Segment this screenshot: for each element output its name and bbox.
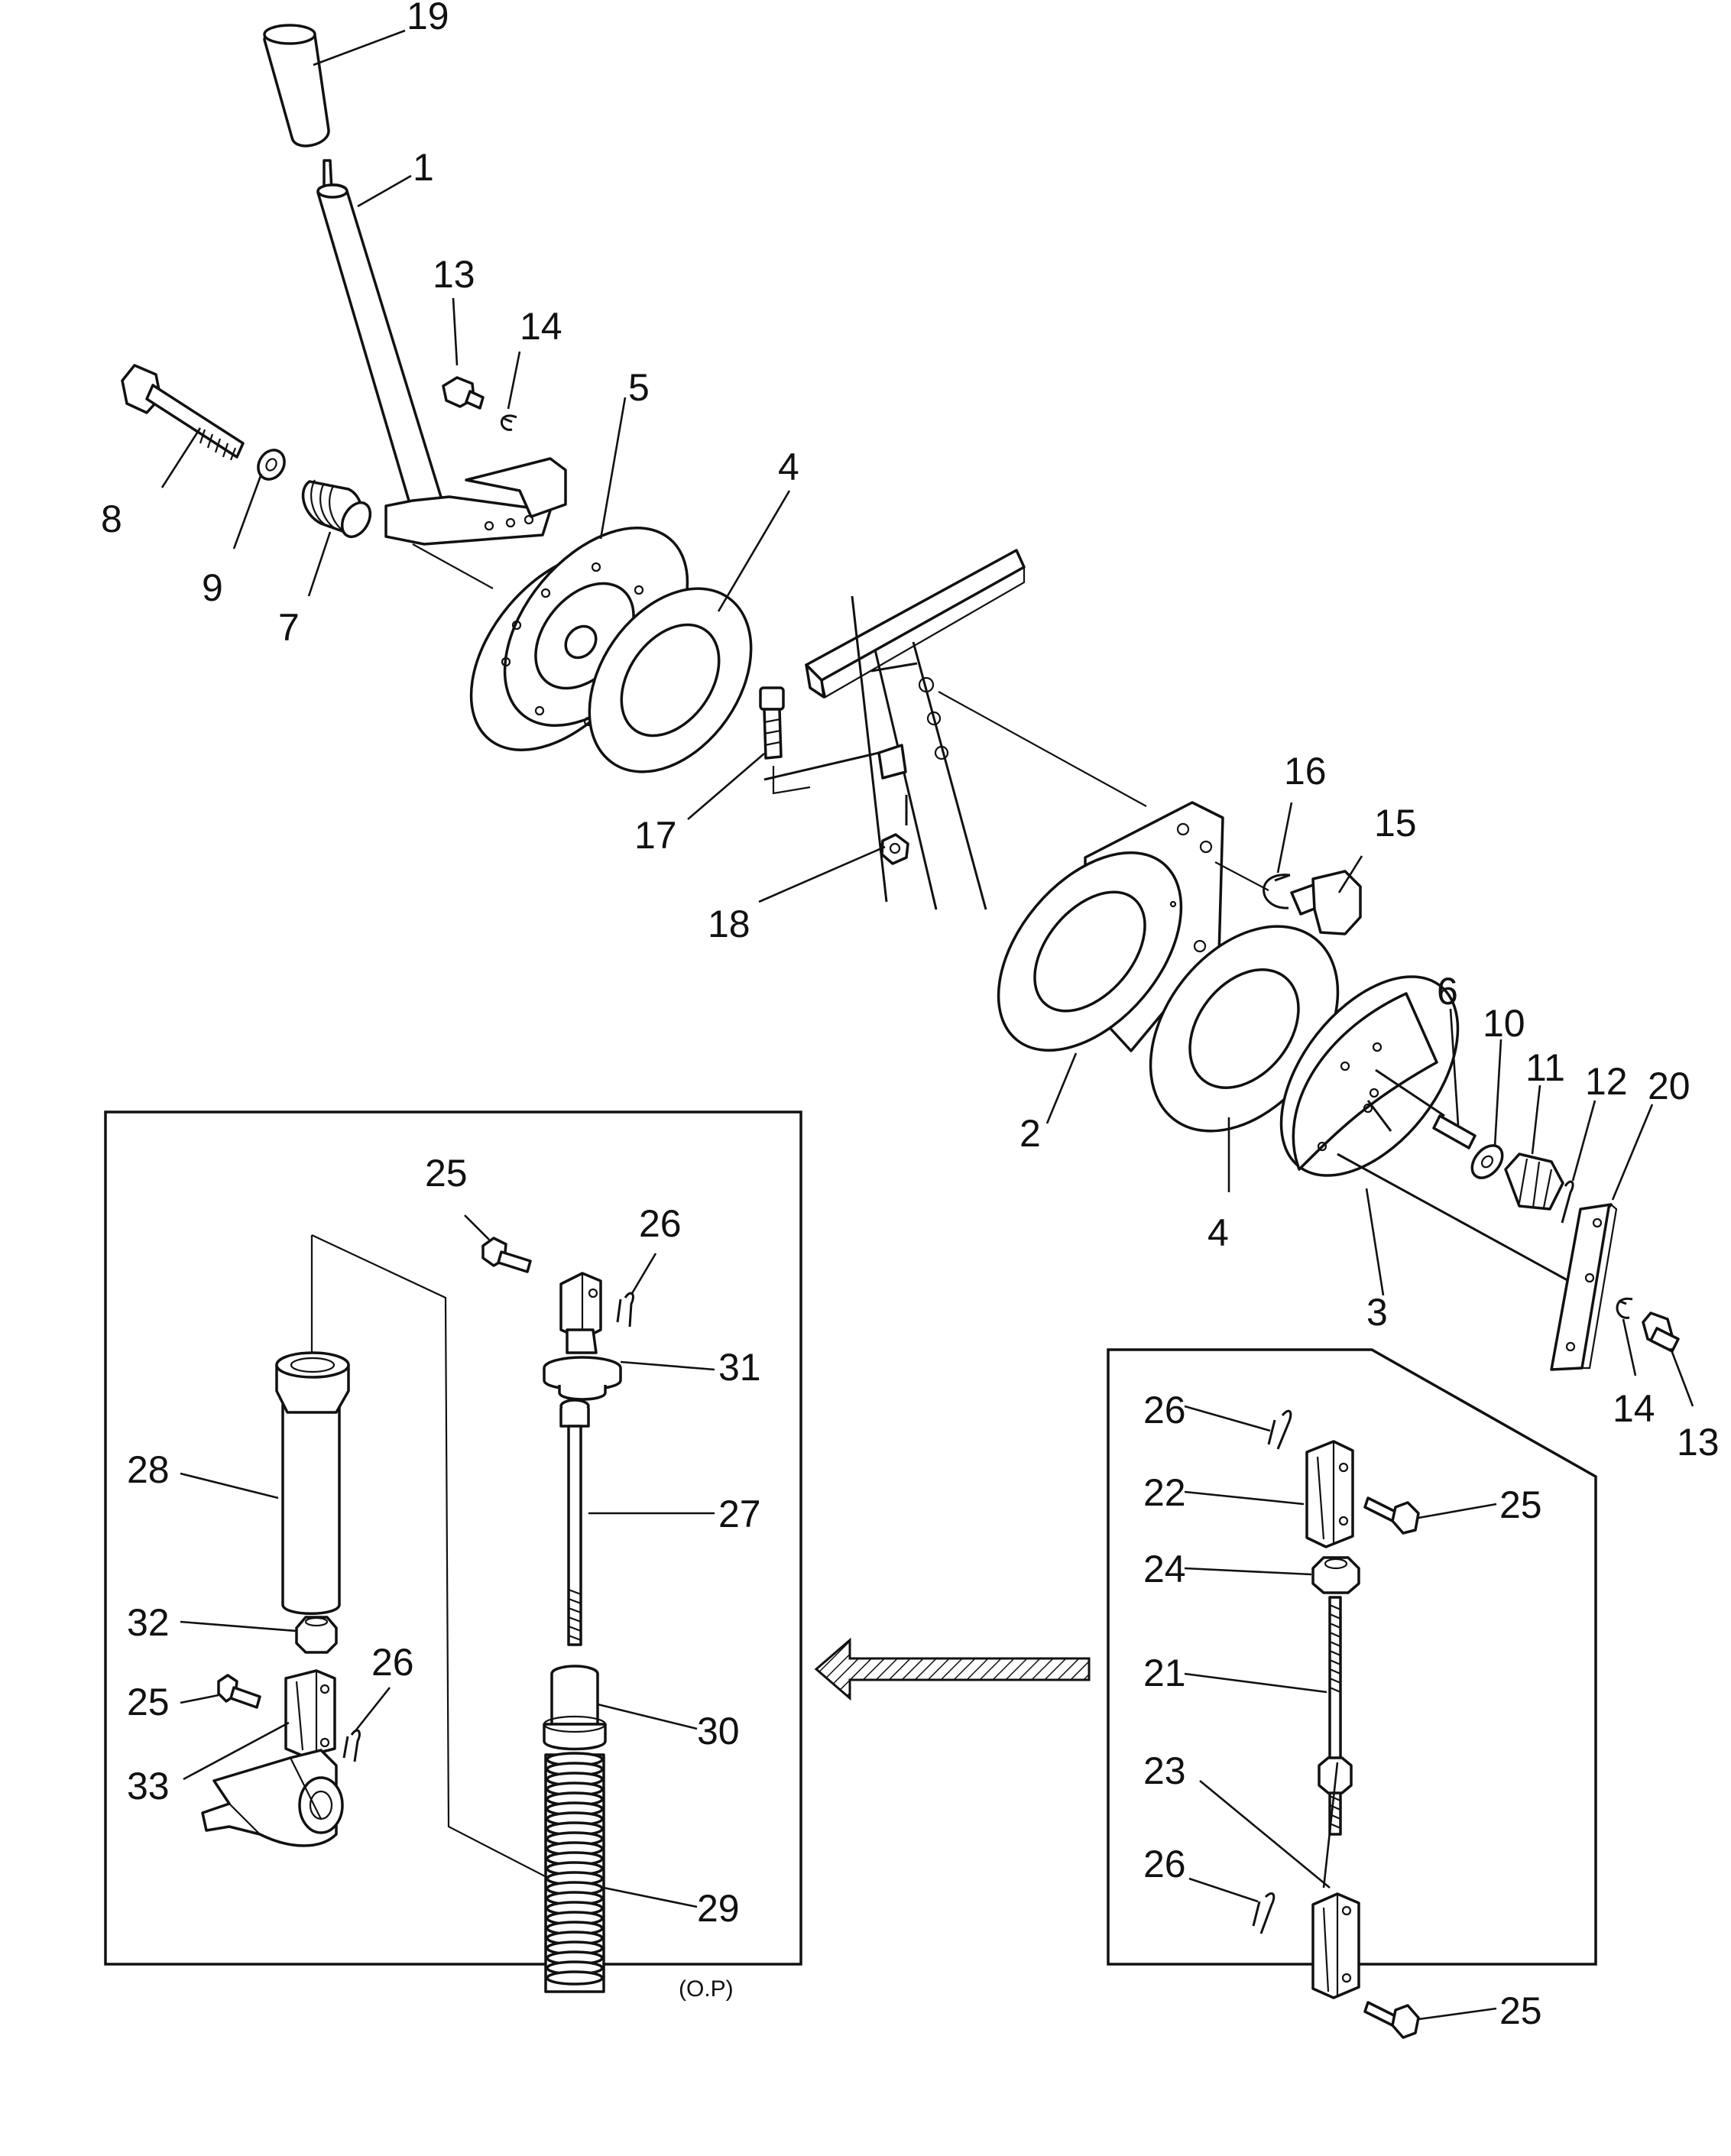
part-29-spring bbox=[544, 1752, 605, 1993]
part-28-sleeve bbox=[275, 1351, 350, 1615]
callout-26-op-lower: 26 bbox=[371, 1641, 414, 1684]
part-21-threaded-rod bbox=[1318, 1596, 1353, 1836]
part-26-cotter-right-lower bbox=[1252, 1892, 1276, 1934]
part-26-cotter-op-lower bbox=[342, 1729, 361, 1762]
callout-3: 3 bbox=[1366, 1291, 1388, 1334]
part-31-clevis-head bbox=[543, 1272, 622, 1401]
part-11-castle-nut bbox=[1504, 1153, 1564, 1211]
detail-box-rod-assembly bbox=[1107, 1348, 1597, 1966]
part-6-pin bbox=[1432, 1114, 1477, 1149]
part-23-clevis-lower bbox=[1311, 1892, 1360, 1999]
callout-2: 2 bbox=[1019, 1112, 1041, 1155]
part-27-rod bbox=[559, 1399, 590, 1646]
callout-labels: 19 1 13 14 5 4 8 9 7 17 18 16 15 2 4 3 6… bbox=[101, 0, 1720, 2032]
callout-4-lower: 4 bbox=[1207, 1211, 1229, 1254]
callout-25-right-lower: 25 bbox=[1499, 1989, 1542, 2032]
part-8-bolt bbox=[121, 364, 245, 461]
part-20-link-plate bbox=[1550, 1203, 1618, 1371]
part-1-control-lever bbox=[316, 159, 567, 546]
callout-14-lower: 14 bbox=[1613, 1387, 1655, 1430]
part-19-lever-knob bbox=[263, 24, 330, 148]
callout-18: 18 bbox=[708, 903, 750, 945]
callout-9: 9 bbox=[202, 566, 223, 609]
callout-26-right-lower: 26 bbox=[1143, 1843, 1186, 1885]
part-32-nut bbox=[295, 1616, 338, 1654]
callout-13-lower: 13 bbox=[1677, 1421, 1720, 1464]
callout-25-right-upper: 25 bbox=[1499, 1483, 1542, 1526]
callout-15: 15 bbox=[1374, 802, 1417, 845]
callout-14-upper: 14 bbox=[520, 305, 562, 348]
part-33-clevis bbox=[284, 1669, 336, 1758]
callout-26-op-upper: 26 bbox=[639, 1202, 682, 1245]
callout-11: 11 bbox=[1525, 1046, 1565, 1089]
part-4-friction-disc-upper bbox=[588, 587, 753, 773]
part-25-pin-op-lower bbox=[217, 1674, 261, 1709]
callout-25-op-lower: 25 bbox=[127, 1681, 170, 1723]
callout-31: 31 bbox=[718, 1346, 761, 1389]
part-14-lock-washer-lower bbox=[1616, 1297, 1633, 1319]
part-12-cotter-pin bbox=[1561, 1180, 1574, 1224]
part-18-nut bbox=[880, 833, 909, 865]
callout-33: 33 bbox=[127, 1765, 170, 1807]
callout-20: 20 bbox=[1648, 1065, 1690, 1107]
callout-19: 19 bbox=[407, 0, 449, 37]
part-22-clevis-upper bbox=[1305, 1440, 1354, 1548]
part-13-bolt-upper bbox=[442, 376, 485, 410]
callout-4-upper: 4 bbox=[778, 446, 799, 488]
part-24-nut bbox=[1311, 1556, 1360, 1594]
op-lever-bracket bbox=[201, 1749, 344, 1847]
callout-12: 12 bbox=[1585, 1060, 1628, 1103]
part-25-pin-op-upper bbox=[481, 1237, 532, 1273]
part-7-spring bbox=[301, 479, 372, 539]
callout-27: 27 bbox=[718, 1493, 761, 1535]
callout-26-right-upper: 26 bbox=[1143, 1389, 1186, 1431]
machine-frame bbox=[763, 549, 1026, 910]
part-30-bushing bbox=[543, 1665, 607, 1751]
part-9-washer bbox=[257, 449, 286, 481]
part-14-lock-washer-upper bbox=[501, 414, 517, 431]
part-15-bolt bbox=[1290, 870, 1362, 935]
callout-17: 17 bbox=[634, 814, 677, 857]
callout-7: 7 bbox=[278, 606, 300, 649]
callout-32: 32 bbox=[127, 1601, 170, 1644]
spring-coil bbox=[546, 1970, 604, 1986]
callout-24: 24 bbox=[1143, 1548, 1186, 1590]
op-note: (O.P) bbox=[679, 1976, 734, 2002]
part-13-bolt-lower bbox=[1642, 1311, 1680, 1353]
callout-16: 16 bbox=[1284, 750, 1327, 793]
callout-21: 21 bbox=[1143, 1652, 1186, 1694]
callout-22: 22 bbox=[1143, 1471, 1186, 1514]
part-3-pressure-plate bbox=[1279, 975, 1575, 1285]
callout-10: 10 bbox=[1483, 1002, 1525, 1045]
detail-box-op bbox=[104, 1110, 802, 1966]
callout-6: 6 bbox=[1437, 970, 1458, 1013]
part-25-pin-right-upper bbox=[1363, 1496, 1420, 1535]
part-2-mounting-bracket bbox=[997, 801, 1224, 1052]
callout-5: 5 bbox=[628, 366, 650, 409]
callout-25-op-upper: 25 bbox=[425, 1152, 468, 1195]
part-26-cotter-op-upper bbox=[616, 1292, 634, 1328]
callout-8: 8 bbox=[101, 498, 122, 540]
part-10-washer bbox=[1470, 1144, 1504, 1179]
callout-23: 23 bbox=[1143, 1749, 1186, 1792]
part-17-bolt bbox=[759, 686, 785, 760]
callout-13-upper: 13 bbox=[433, 253, 475, 296]
callout-1: 1 bbox=[413, 146, 434, 189]
part-26-cotter-right-upper bbox=[1267, 1409, 1292, 1450]
part-25-pin-right-lower bbox=[1363, 2001, 1420, 2039]
leader-lines bbox=[160, 29, 1694, 2021]
detail-reference-arrow bbox=[814, 1637, 1091, 1701]
callout-30: 30 bbox=[697, 1710, 740, 1752]
callout-29: 29 bbox=[697, 1887, 740, 1930]
callout-28: 28 bbox=[127, 1448, 170, 1491]
part-16-snap-ring bbox=[1263, 874, 1291, 909]
